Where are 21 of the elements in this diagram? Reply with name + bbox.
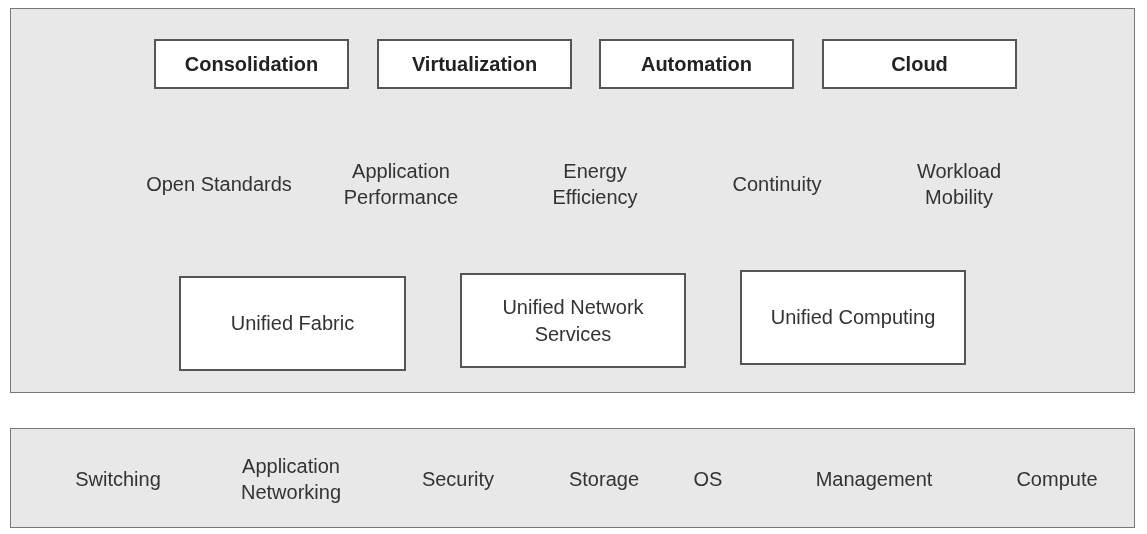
concept-box: Unified Computing — [740, 270, 966, 365]
topic-label: Continuity — [731, 172, 823, 197]
topic-label: Application Networking — [239, 454, 342, 505]
concept-box: Consolidation — [154, 39, 349, 89]
topic-label: Switching — [74, 467, 162, 492]
topic-label: Energy Efficiency — [551, 159, 639, 210]
concept-box: Cloud — [822, 39, 1017, 89]
topic-label: Open Standards — [145, 172, 293, 197]
topic-label: Management — [814, 467, 934, 492]
topic-label: Application Performance — [342, 159, 460, 210]
panel — [10, 428, 1135, 528]
concept-box: Automation — [599, 39, 794, 89]
topic-label: Security — [420, 467, 496, 492]
concept-box: Unified Network Services — [460, 273, 686, 368]
topic-label: Workload Mobility — [915, 159, 1003, 210]
topic-label: Compute — [1015, 467, 1099, 492]
concept-box: Unified Fabric — [179, 276, 406, 371]
concept-box: Virtualization — [377, 39, 572, 89]
topic-label: Storage — [567, 467, 641, 492]
panel — [10, 8, 1135, 393]
topic-label: OS — [692, 467, 724, 492]
